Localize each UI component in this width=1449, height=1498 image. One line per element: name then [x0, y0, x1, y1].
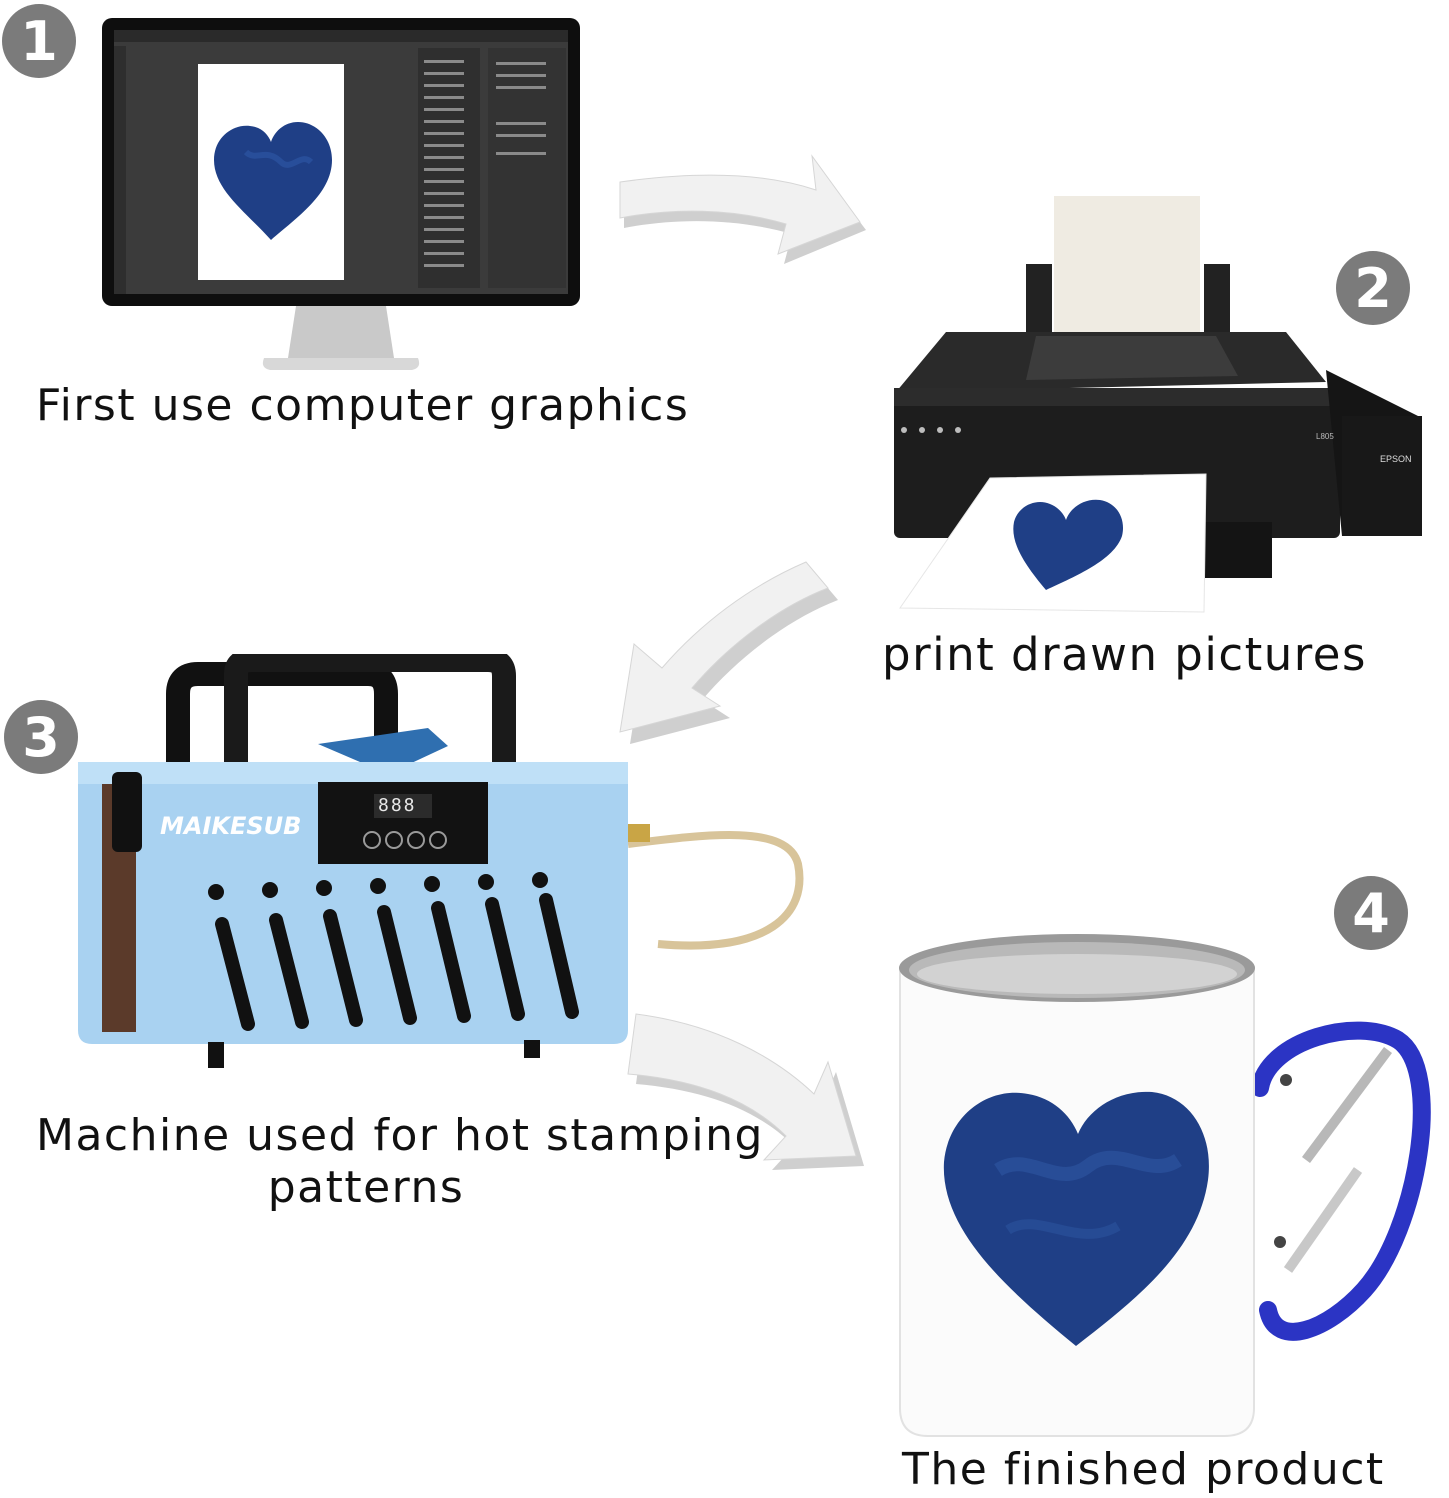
step-3-badge: 3 [4, 700, 78, 774]
step-1-number: 1 [20, 9, 58, 73]
step-3-caption-line1: Machine used for hot stamping [36, 1110, 764, 1161]
arrow-down-left-icon [619, 561, 838, 744]
arrow-right-icon-2 [627, 1013, 864, 1170]
computer-monitor-icon [102, 18, 580, 370]
arrow-right-icon [619, 154, 866, 264]
machine-brand-label: MAIKESUB [160, 812, 302, 840]
step-2-badge: 2 [1336, 251, 1410, 325]
step-3-caption-line2: patterns [267, 1162, 465, 1213]
step-2-number: 2 [1354, 256, 1392, 320]
step-1-caption: First use computer graphics [36, 380, 690, 431]
printer-brand-label: EPSON [1380, 454, 1412, 464]
machine-temperature-display: 888 [378, 795, 417, 816]
step-2-caption: print drawn pictures [882, 628, 1367, 681]
step-4-caption: The finished product [902, 1444, 1385, 1495]
printer-icon [894, 196, 1422, 613]
printer-model-label: L805 [1316, 432, 1334, 441]
step-4-badge: 4 [1334, 876, 1408, 950]
heat-press-machine-icon [78, 654, 804, 1068]
step-1-badge: 1 [2, 4, 76, 78]
step-4-number: 4 [1352, 881, 1390, 945]
step-3-number: 3 [22, 705, 60, 769]
mug-icon [899, 934, 1431, 1437]
